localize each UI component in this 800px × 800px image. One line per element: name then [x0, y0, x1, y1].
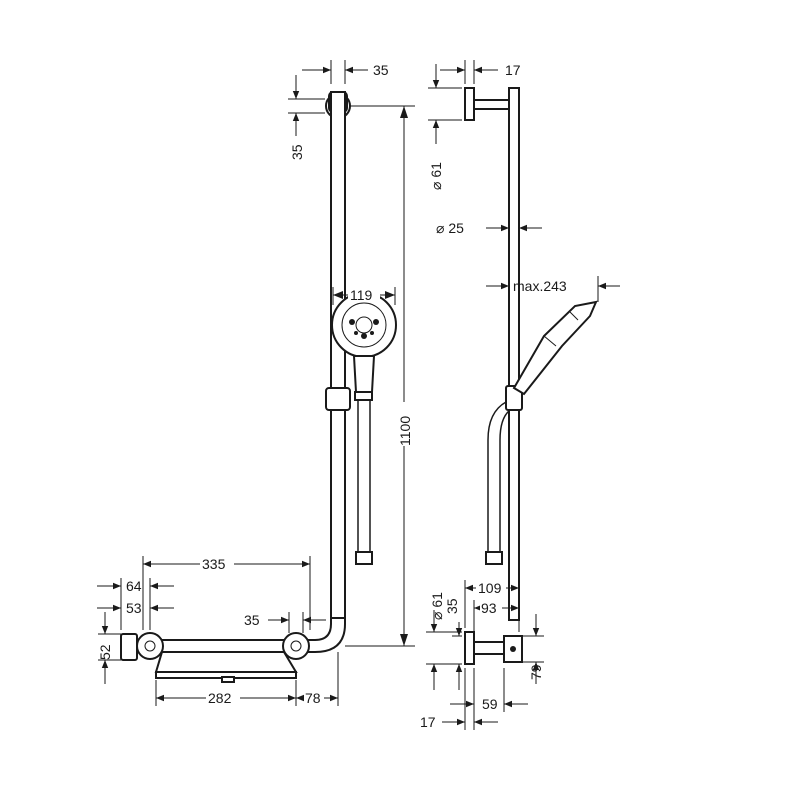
shelf [154, 651, 298, 683]
hand-shower-side [512, 300, 598, 396]
svg-text:max.243: max.243 [513, 278, 567, 294]
svg-text:52: 52 [97, 644, 113, 660]
svg-text:1100: 1100 [397, 416, 413, 446]
front-view: 35 35 1100 119 [97, 60, 415, 706]
dim-side-59: 59 [450, 668, 528, 712]
dim-1100: 1100 [345, 105, 415, 647]
svg-text:79: 79 [528, 664, 544, 680]
dim-52: 52 [97, 612, 121, 684]
dim-side-bottom-35: 35 [444, 598, 462, 637]
dim-side-bottom-17: 17 [420, 668, 498, 730]
dim-side-d25: ⌀ 25 [436, 220, 542, 236]
dim-282: 282 [155, 680, 297, 706]
svg-text:17: 17 [420, 714, 436, 730]
svg-text:⌀ 61: ⌀ 61 [428, 162, 444, 190]
svg-text:17: 17 [505, 62, 521, 78]
dim-53: 53 [97, 600, 174, 630]
middle-bar-bracket [282, 632, 310, 660]
hose-front [355, 400, 373, 565]
front-rail [325, 91, 351, 619]
svg-text:⌀ 25: ⌀ 25 [436, 220, 464, 236]
dim-78: 78 [296, 652, 339, 706]
dim-elbow-35: 35 [244, 612, 326, 633]
dim-side-d61: ⌀ 61 [428, 64, 462, 190]
top-rosette-side [464, 87, 510, 121]
dim-side-17: 17 [440, 60, 521, 84]
bottom-bracket-side [464, 631, 523, 665]
dim-max-243: max.243 [486, 276, 620, 302]
svg-text:⌀ 61: ⌀ 61 [429, 592, 445, 620]
svg-text:282: 282 [208, 690, 232, 706]
dim-top-35: 35 [302, 60, 389, 84]
svg-text:335: 335 [202, 556, 226, 572]
side-view: 17 ⌀ 61 ⌀ 25 max.243 ⌀ 61 [420, 60, 620, 730]
hose-side [485, 401, 511, 565]
svg-text:35: 35 [444, 598, 460, 614]
dim-side-93: 93 [473, 600, 520, 632]
svg-text:109: 109 [478, 580, 502, 596]
dim-119: 119 [332, 286, 396, 305]
rail-slider [325, 387, 351, 411]
svg-text:59: 59 [482, 696, 498, 712]
svg-text:35: 35 [289, 144, 305, 160]
left-bar-bracket [120, 632, 164, 661]
svg-text:53: 53 [126, 600, 142, 616]
svg-text:78: 78 [305, 690, 321, 706]
side-rail [505, 87, 523, 621]
svg-text:35: 35 [244, 612, 260, 628]
svg-text:93: 93 [481, 600, 497, 616]
side-vertical-arrows [430, 610, 463, 690]
dim-335: 335 [142, 556, 311, 630]
svg-text:35: 35 [373, 62, 389, 78]
dim-left-35: 35 [288, 75, 325, 160]
svg-text:64: 64 [126, 578, 142, 594]
svg-text:119: 119 [350, 287, 373, 303]
dim-side-79: 79 [522, 614, 544, 684]
